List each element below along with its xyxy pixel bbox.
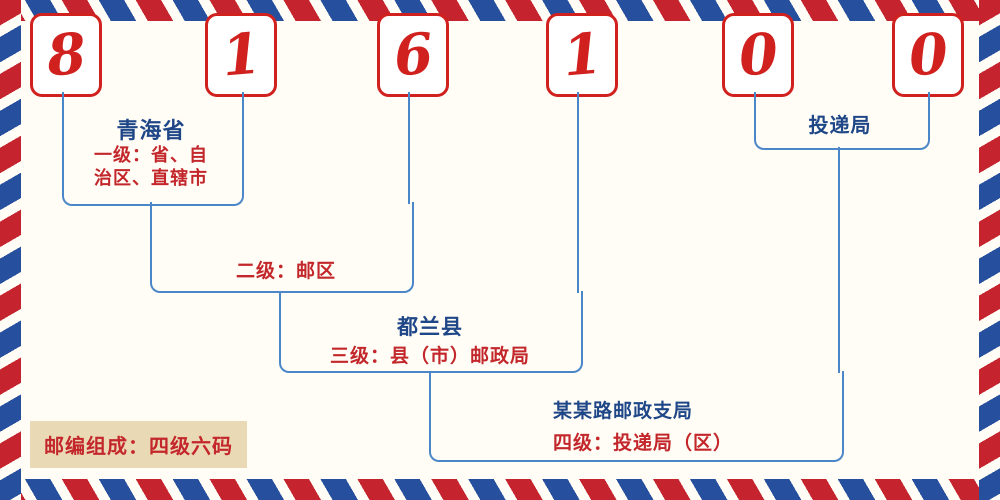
airmail-border-left — [0, 0, 21, 500]
digit-5: 0 — [735, 20, 781, 90]
level3-region-name: 都兰县 — [397, 316, 463, 339]
level3-label: 三级：县（市）邮政局 — [329, 346, 530, 367]
digit-1: 8 — [43, 20, 89, 90]
digit-box-5: 0 — [722, 13, 794, 97]
level4-vertical-line — [838, 147, 840, 373]
level4-region-name: 某某路邮政支局 — [553, 401, 694, 422]
composition-badge: 邮编组成：四级六码 — [30, 421, 247, 468]
digit-box-2: 1 — [205, 13, 277, 97]
level4-bracket — [429, 371, 844, 462]
level1-label: 一级：省、自 治区、直辖市 — [48, 144, 254, 190]
digit-box-3: 6 — [377, 13, 449, 97]
digit-box-6: 0 — [892, 13, 964, 97]
level1-label-line2: 治区、直辖市 — [94, 168, 208, 188]
level2-vertical-line — [408, 92, 410, 204]
digit-3: 6 — [390, 20, 436, 90]
level2-label: 二级：邮区 — [235, 261, 336, 282]
delivery-bracket — [754, 92, 930, 150]
digit-2: 1 — [218, 20, 264, 90]
level4-label: 四级：投递局（区） — [553, 433, 734, 454]
airmail-border-top — [0, 0, 1000, 21]
level1-region-name: 青海省 — [116, 118, 186, 143]
airmail-border-bottom — [0, 479, 1000, 500]
delivery-bureau-label: 投递局 — [808, 115, 872, 137]
digit-4: 1 — [559, 20, 605, 90]
level3-vertical-line — [577, 92, 579, 293]
airmail-border-right — [979, 0, 1000, 500]
digit-6: 0 — [905, 20, 951, 90]
digit-box-1: 8 — [30, 13, 102, 97]
level1-label-line1: 一级：省、自 — [94, 145, 208, 165]
digit-box-4: 1 — [546, 13, 618, 97]
